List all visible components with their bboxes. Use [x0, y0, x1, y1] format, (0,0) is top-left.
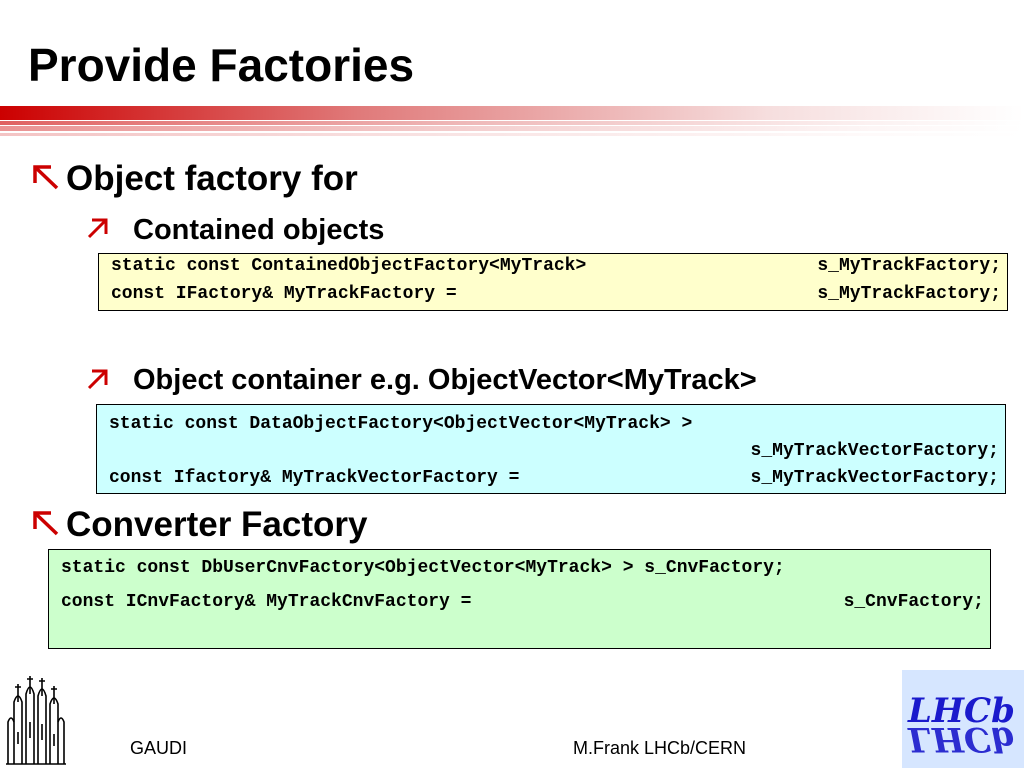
code-line: s_MyTrackVectorFactory;	[750, 441, 999, 461]
code-line: const Ifactory& MyTrackVectorFactory =	[109, 468, 520, 488]
code-line: s_MyTrackFactory;	[817, 284, 1001, 304]
sub-bullet-arrow-icon	[87, 369, 108, 390]
footer-left-text: GAUDI	[130, 738, 188, 758]
cathedral-spires-logo-icon	[6, 676, 66, 765]
code-line: s_CnvFactory;	[843, 592, 984, 612]
code-box-converter-factory: static const DbUserCnvFactory<ObjectVect…	[48, 549, 991, 649]
svg-text:LHCb: LHCb	[907, 691, 1015, 731]
title-underline-bar	[0, 106, 1024, 136]
code-line: const IFactory& MyTrackFactory =	[111, 284, 457, 304]
code-line: static const DataObjectFactory<ObjectVec…	[109, 414, 693, 434]
code-line: s_MyTrackFactory;	[817, 256, 1001, 276]
lhcb-logo-icon: LHCb LHCb	[902, 670, 1024, 768]
svg-text:LHCb: LHCb	[907, 719, 1015, 759]
bullet-converter-factory: Converter Factory	[66, 505, 368, 544]
code-box-contained-objects: static const ContainedObjectFactory<MyTr…	[98, 253, 1008, 311]
footer-right-text: M.Frank LHCb/CERN	[573, 738, 747, 758]
code-line: static const DbUserCnvFactory<ObjectVect…	[61, 558, 785, 578]
bullet-arrow-icon	[33, 165, 59, 190]
bullet-arrow-icon	[33, 511, 59, 536]
sub-bullet-arrow-icon	[87, 218, 108, 239]
bullet-object-factory: Object factory for	[66, 159, 358, 198]
code-line: static const ContainedObjectFactory<MyTr…	[111, 256, 587, 276]
code-line: s_MyTrackVectorFactory;	[750, 468, 999, 488]
sub-bullet-object-container: Object container e.g. ObjectVector<MyTra…	[133, 364, 757, 396]
sub-bullet-contained-objects: Contained objects	[133, 214, 385, 246]
code-line: const ICnvFactory& MyTrackCnvFactory =	[61, 592, 472, 612]
slide-title: Provide Factories	[28, 39, 415, 91]
code-box-object-container: static const DataObjectFactory<ObjectVec…	[96, 404, 1006, 494]
